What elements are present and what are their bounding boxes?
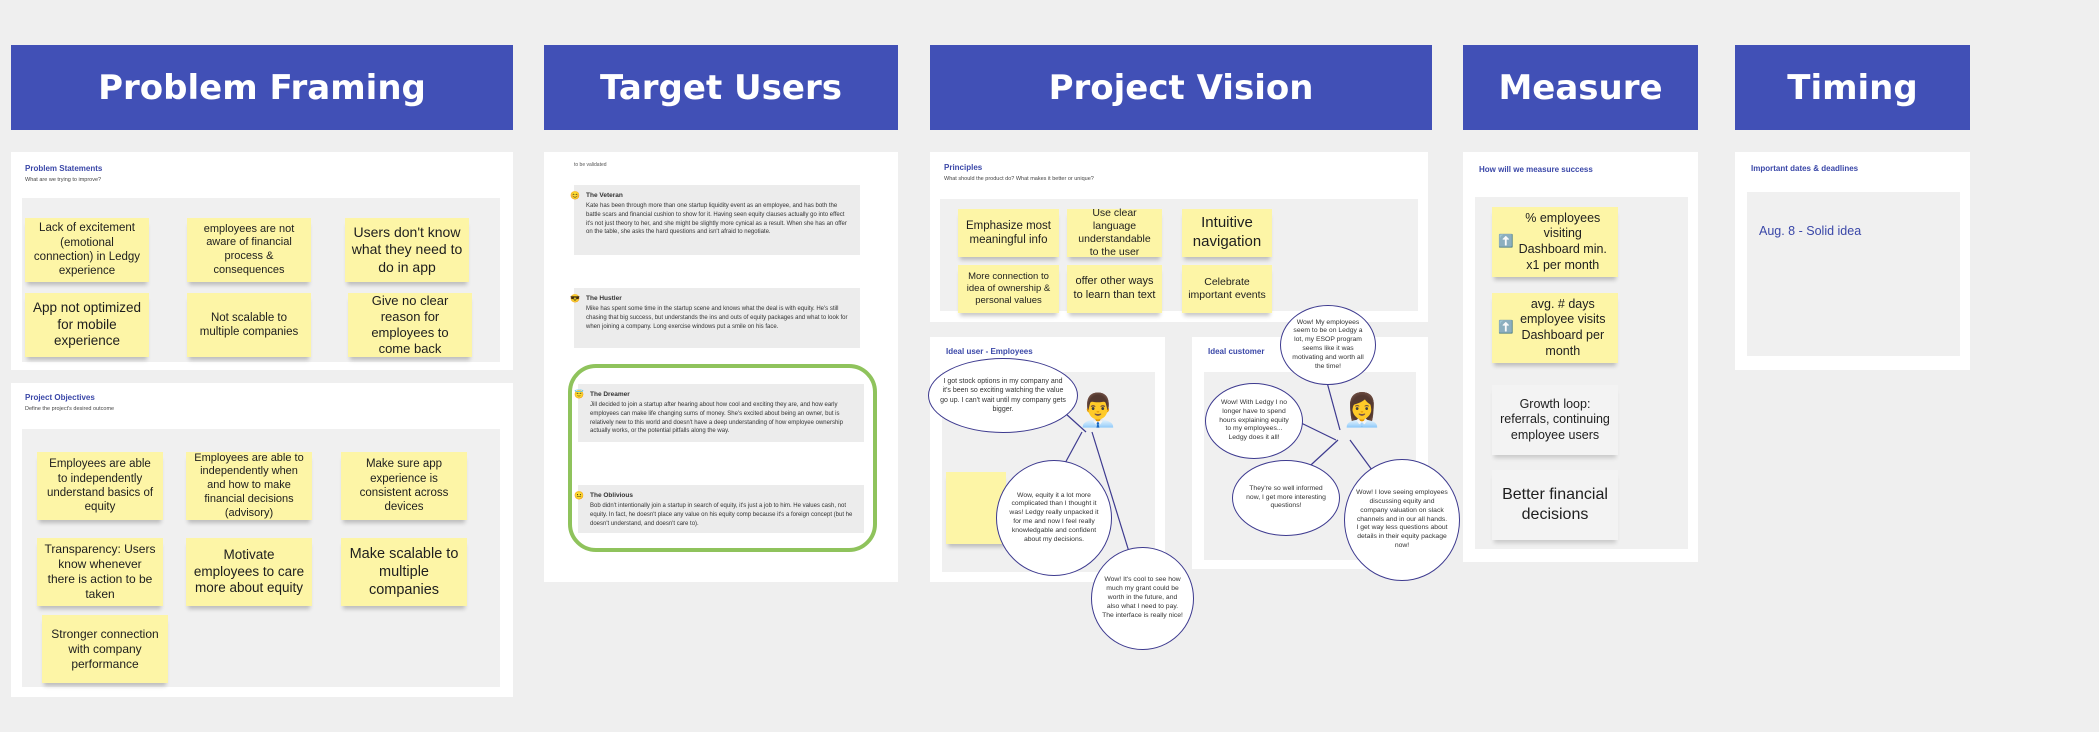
sticky-note[interactable]: Employees are able to independently when… — [186, 452, 312, 520]
sticky-note[interactable]: ⬆️ avg. # days employee visits Dashboard … — [1492, 293, 1618, 363]
neutral-face-icon: 😐 — [574, 491, 584, 500]
highlight-ring — [568, 364, 877, 552]
persona-card-oblivious[interactable]: 😐 The Oblivious Bob didn't intentionally… — [574, 485, 864, 533]
persona-description: Bob didn't intentionally join a startup … — [590, 503, 853, 527]
sticky-note[interactable]: Use clear language understandable to the… — [1067, 207, 1162, 258]
header-problem-framing: Problem Framing — [11, 45, 513, 130]
speech-bubble[interactable]: Wow! It's cool to see how much my grant … — [1091, 547, 1194, 650]
halo-smile-icon: 😇 — [574, 390, 584, 399]
timing-board — [1747, 192, 1960, 356]
ideal-user-title: Ideal user - Employees — [946, 347, 1033, 356]
persona-description: Mike has spent some time in the startup … — [586, 306, 848, 330]
persona-card-dreamer[interactable]: 😇 The Dreamer Jill decided to join a sta… — [574, 384, 864, 442]
sticky-note[interactable]: Employees are able to independently unde… — [37, 452, 163, 520]
sticky-note[interactable]: Make scalable to multiple companies — [341, 538, 467, 606]
sunglasses-icon: 😎 — [570, 294, 580, 303]
persona-description: Kate has been through more than one star… — [586, 203, 847, 236]
sticky-note[interactable]: More connection to idea of ownership & p… — [958, 265, 1059, 313]
persona-card-veteran[interactable]: 😊 The Veteran Kate has been through more… — [570, 185, 860, 255]
persona-description: Jill decided to join a startup after hea… — [590, 402, 843, 435]
problem-statements-title: Problem Statements — [25, 164, 103, 173]
note[interactable]: Better financial decisions — [1492, 470, 1618, 540]
man-avatar-icon: 👨‍💼 — [1078, 392, 1118, 428]
header-timing: Timing — [1735, 45, 1970, 130]
up-arrow-icon: ⬆️ — [1498, 234, 1514, 249]
persona-name: The Oblivious — [590, 492, 633, 499]
principles-title: Principles — [944, 163, 983, 172]
sticky-note[interactable]: Transparency: Users know whenever there … — [37, 538, 163, 606]
sticky-note[interactable]: Users don't know what they need to do in… — [345, 218, 469, 282]
speech-bubble[interactable]: Wow! My employees seem to be on Ledgy a … — [1280, 305, 1376, 385]
persona-name: The Veteran — [586, 192, 623, 199]
project-objectives-title: Project Objectives — [25, 393, 95, 402]
sticky-note[interactable]: Make sure app experience is consistent a… — [341, 452, 467, 520]
sticky-note[interactable]: offer other ways to learn than text — [1067, 265, 1162, 313]
header-target-users: Target Users — [544, 45, 898, 130]
target-users-caption: to be validated — [574, 162, 607, 168]
sticky-note[interactable]: Intuitive navigation — [1182, 209, 1272, 257]
measure-title: How will we measure success — [1479, 165, 1593, 174]
principles-subtitle: What should the product do? What makes i… — [944, 176, 1094, 182]
sticky-note[interactable]: employees are not aware of financial pro… — [187, 218, 311, 282]
timing-entry[interactable]: Aug. 8 - Solid idea — [1759, 224, 1862, 238]
speech-bubble[interactable]: They're so well informed now, I get more… — [1232, 460, 1340, 536]
sticky-note-text: % employees visiting Dashboard min. x1 p… — [1518, 210, 1607, 272]
header-measure: Measure — [1463, 45, 1698, 130]
persona-name: The Hustler — [586, 295, 622, 302]
sticky-note[interactable]: Not scalable to multiple companies — [187, 293, 311, 357]
sticky-note[interactable]: Give no clear reason for employees to co… — [348, 293, 472, 357]
sticky-note[interactable]: Emphasize most meaningful info — [958, 209, 1059, 257]
speech-bubble[interactable]: Wow! With Ledgy I no longer have to spen… — [1205, 383, 1303, 459]
speech-bubble[interactable]: I got stock options in my company and it… — [928, 358, 1078, 433]
sticky-note[interactable]: App not optimized for mobile experience — [25, 293, 149, 357]
smile-icon: 😊 — [570, 191, 580, 200]
woman-avatar-icon: 👩‍💼 — [1342, 392, 1382, 428]
sticky-note-text: avg. # days employee visits Dashboard pe… — [1520, 296, 1606, 358]
timing-title: Important dates & deadlines — [1751, 164, 1859, 173]
problem-statements-subtitle: What are we trying to improve? — [25, 177, 102, 183]
sticky-note[interactable]: ⬆️ % employees visiting Dashboard min. x1… — [1492, 207, 1618, 277]
project-objectives-subtitle: Define the project's desired outcome — [25, 406, 115, 412]
persona-name: The Dreamer — [590, 391, 630, 398]
ideal-customer-title: Ideal customer — [1208, 347, 1265, 356]
sticky-note[interactable]: Celebrate important events — [1182, 265, 1272, 313]
sticky-note[interactable]: Motivate employees to care more about eq… — [186, 538, 312, 606]
timing-panel: Important dates & deadlines Aug. 8 - Sol… — [1735, 152, 1970, 370]
sticky-note[interactable]: Stronger connection with company perform… — [42, 615, 168, 683]
persona-card-hustler[interactable]: 😎 The Hustler Mike has spent some time i… — [570, 288, 860, 348]
sticky-note[interactable]: Lack of excitement (emotional connection… — [25, 218, 149, 282]
up-arrow-icon: ⬆️ — [1498, 320, 1514, 335]
speech-bubble[interactable]: Wow, equity it a lot more complicated th… — [996, 460, 1112, 576]
speech-bubble[interactable]: Wow! I love seeing employees discussing … — [1344, 459, 1460, 581]
note[interactable]: Growth loop: referrals, continuing emplo… — [1492, 385, 1618, 455]
header-project-vision: Project Vision — [930, 45, 1432, 130]
